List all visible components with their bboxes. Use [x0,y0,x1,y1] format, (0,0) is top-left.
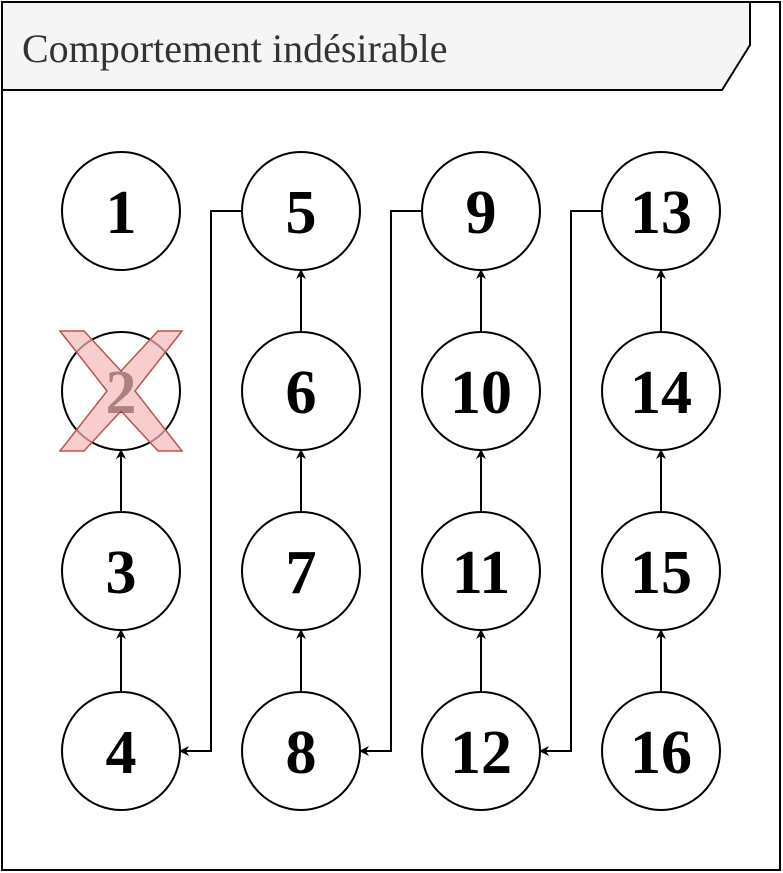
node-label: 14 [630,359,692,427]
node-label: 1 [106,179,137,247]
node-2: 2 [58,330,184,452]
node-5: 5 [241,151,361,271]
node-label: 12 [450,719,512,787]
node-label: 6 [286,359,317,427]
node-circle [241,331,361,451]
node-circle [61,151,181,271]
node-circle [241,691,361,811]
node-circle [421,151,541,271]
edge-9-to-8 [359,210,422,756]
node-label: 15 [630,539,692,607]
node-label: 13 [630,179,692,247]
node-circle [601,151,721,271]
node-7: 7 [241,511,361,631]
node-8: 8 [241,691,361,811]
node-6: 6 [241,331,361,451]
frame-title-tab [1,1,751,91]
node-label: 8 [286,719,317,787]
node-14: 14 [601,331,721,451]
cross-mark-icon [58,330,184,452]
node-label: 5 [286,179,317,247]
node-label: 9 [466,179,497,247]
node-circle [601,511,721,631]
node-circle [421,691,541,811]
node-12: 12 [421,691,541,811]
edges-layer [116,210,666,756]
node-circle [601,331,721,451]
node-15: 15 [601,511,721,631]
node-label: 4 [106,719,137,787]
nodes-layer: 12345678910111213141516 [58,151,721,811]
node-label: 7 [286,539,317,607]
edge-13-to-12 [539,210,602,756]
node-circle [241,151,361,271]
node-10: 10 [421,331,541,451]
node-circle [601,691,721,811]
node-13: 13 [601,151,721,271]
node-label: 11 [452,539,511,607]
edge-5-to-4 [179,210,242,756]
node-1: 1 [61,151,181,271]
node-circle [421,511,541,631]
node-label: 3 [106,539,137,607]
node-11: 11 [421,511,541,631]
node-circle [61,511,181,631]
node-3: 3 [61,511,181,631]
node-label: 16 [630,719,692,787]
frame-title: Comportement indésirable [22,26,447,71]
node-circle [421,331,541,451]
node-9: 9 [421,151,541,271]
node-circle [241,511,361,631]
node-4: 4 [61,691,181,811]
node-label: 10 [450,359,512,427]
node-circle [61,691,181,811]
node-16: 16 [601,691,721,811]
